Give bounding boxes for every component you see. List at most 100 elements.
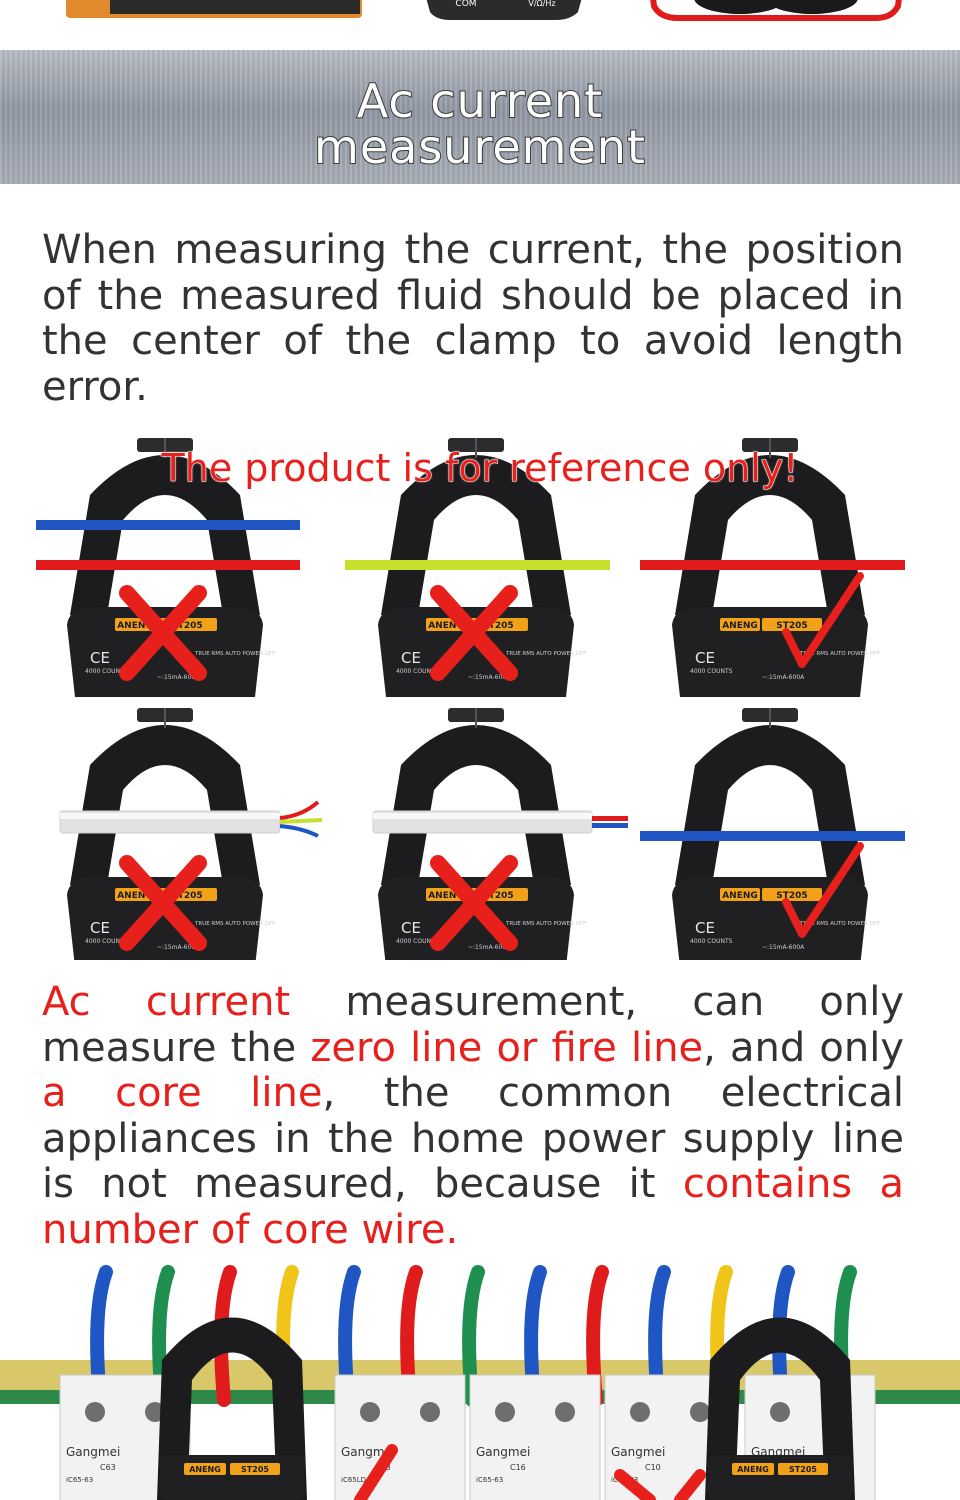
range-label: ~:15mA-600A xyxy=(762,674,805,681)
breaker-brand: Gangmei xyxy=(611,1445,665,1459)
brand-label: ANENG xyxy=(428,891,464,901)
core-red xyxy=(279,800,320,820)
range-label: ~:15mA-600A xyxy=(468,674,511,681)
brand-plate xyxy=(732,1463,774,1475)
model-label: ST205 xyxy=(482,621,513,631)
brand-label: ANENG xyxy=(117,621,153,631)
ce-mark: CE xyxy=(695,919,715,937)
clamp-jaw xyxy=(70,725,260,885)
model-label: ST205 xyxy=(241,1465,269,1474)
breaker-screw xyxy=(690,1402,710,1422)
brand-label: ANENG xyxy=(117,891,153,901)
breaker-model: C16 xyxy=(510,1463,526,1472)
yellow-green-wire xyxy=(345,560,610,570)
ce-mark: CE xyxy=(90,649,110,667)
model-plate xyxy=(778,1463,828,1475)
clamp-jaw xyxy=(381,725,571,885)
model-label: ST205 xyxy=(776,621,807,631)
breaker-screw xyxy=(555,1402,575,1422)
brand-label: ANENG xyxy=(737,1465,769,1474)
features-label: TRUE RMS AUTO POWER OFF xyxy=(505,921,586,927)
highlight-ac-current: Ac current xyxy=(42,979,291,1025)
highlight-zero-fire-line: zero line or fire line xyxy=(310,1024,704,1071)
clamp-jaw xyxy=(381,455,571,615)
explanation-paragraph: Ac current measurement, can only measure… xyxy=(42,979,904,1253)
cable-highlight xyxy=(373,813,592,819)
clamp-body xyxy=(708,1455,852,1500)
banner-texture xyxy=(0,50,960,184)
counts-label: 4000 COUNTS xyxy=(690,938,733,945)
disclaimer-text: The product is for reference only! xyxy=(161,446,799,491)
counts-label: 4000 COUNTS xyxy=(396,938,439,945)
brand-plate xyxy=(720,618,760,631)
cable-highlight xyxy=(60,813,280,819)
wrong-cross-stroke xyxy=(119,855,207,951)
intro-paragraph: When measuring the current, the position… xyxy=(42,227,904,410)
blue-wire xyxy=(640,831,905,841)
features-label: TRUE RMS AUTO POWER OFF xyxy=(799,921,880,927)
counts-label: 4000 COUNTS xyxy=(396,668,439,675)
brand-plate xyxy=(184,1463,226,1475)
brand-label: ANENG xyxy=(722,891,758,901)
top-product-graphics: COM V/Ω/Hz xyxy=(66,0,902,21)
clamp-jaw xyxy=(675,455,865,615)
breaker-housing xyxy=(334,1374,466,1500)
text-seg2: measurement, can only measure the xyxy=(42,979,904,1071)
breaker-brand: Gangmei xyxy=(66,1445,120,1459)
breaker-screw xyxy=(85,1402,105,1422)
breaker-panel-svg: GangmeiC63iC65-63GangmeiC63iC65LD-63Gang… xyxy=(0,1265,960,1500)
breaker-panel-illustration: GangmeiC63iC65-63GangmeiC63iC65LD-63Gang… xyxy=(0,1250,960,1500)
breaker-code: iC65LD-63 xyxy=(341,1476,377,1484)
breaker-code: iC65-63 xyxy=(476,1476,503,1484)
wrong-cross-stroke xyxy=(430,585,518,681)
model-label: ST205 xyxy=(171,891,202,901)
model-label: ST205 xyxy=(789,1465,817,1474)
probe-right xyxy=(766,0,858,14)
model-label: ST205 xyxy=(482,891,513,901)
features-label: TRUE RMS AUTO POWER OFF xyxy=(505,651,586,657)
ce-mark: CE xyxy=(401,649,421,667)
case-lid xyxy=(110,0,360,14)
top-product-strip: COM V/Ω/Hz xyxy=(0,0,960,50)
range-label: ~:15mA-600A xyxy=(157,674,200,681)
correct-check xyxy=(782,572,864,668)
section-banner: Ac current measurement xyxy=(0,50,960,184)
brand-label: ANENG xyxy=(722,621,758,631)
features-label: TRUE RMS AUTO POWER OFF xyxy=(194,921,275,927)
features-label: TRUE RMS AUTO POWER OFF xyxy=(799,651,880,657)
model-plate xyxy=(762,618,822,631)
red-wire xyxy=(36,560,300,570)
clamp-jaw xyxy=(157,1317,307,1500)
model-label: ST205 xyxy=(171,621,202,631)
model-label: ST205 xyxy=(776,891,807,901)
ce-mark: CE xyxy=(695,649,715,667)
core-red xyxy=(592,816,628,821)
range-label: ~:15mA-600A xyxy=(468,944,511,951)
probe-left xyxy=(694,0,786,14)
breaker-brand: Gangmei xyxy=(476,1445,530,1459)
range-label: ~:15mA-600A xyxy=(762,944,805,951)
model-plate xyxy=(230,1463,280,1475)
wrong-cross-stroke xyxy=(430,855,518,951)
correct-check xyxy=(782,842,864,938)
wrong-cross-stroke xyxy=(119,585,207,681)
counts-label: 4000 COUNTS xyxy=(85,938,128,945)
counts-label: 4000 COUNTS xyxy=(690,668,733,675)
breaker-screw xyxy=(770,1402,790,1422)
highlight-multi-core: contains a number of core wire. xyxy=(42,1161,904,1253)
com-label: COM xyxy=(455,0,476,9)
breaker-model: C10 xyxy=(645,1463,661,1472)
model-plate xyxy=(762,888,822,901)
counts-label: 4000 COUNTS xyxy=(85,668,128,675)
wrong-mark-partial xyxy=(614,1469,706,1500)
breaker-screw xyxy=(360,1402,380,1422)
text-seg4: , and only xyxy=(703,1024,904,1071)
highlight-core-line: a core line xyxy=(42,1070,323,1116)
